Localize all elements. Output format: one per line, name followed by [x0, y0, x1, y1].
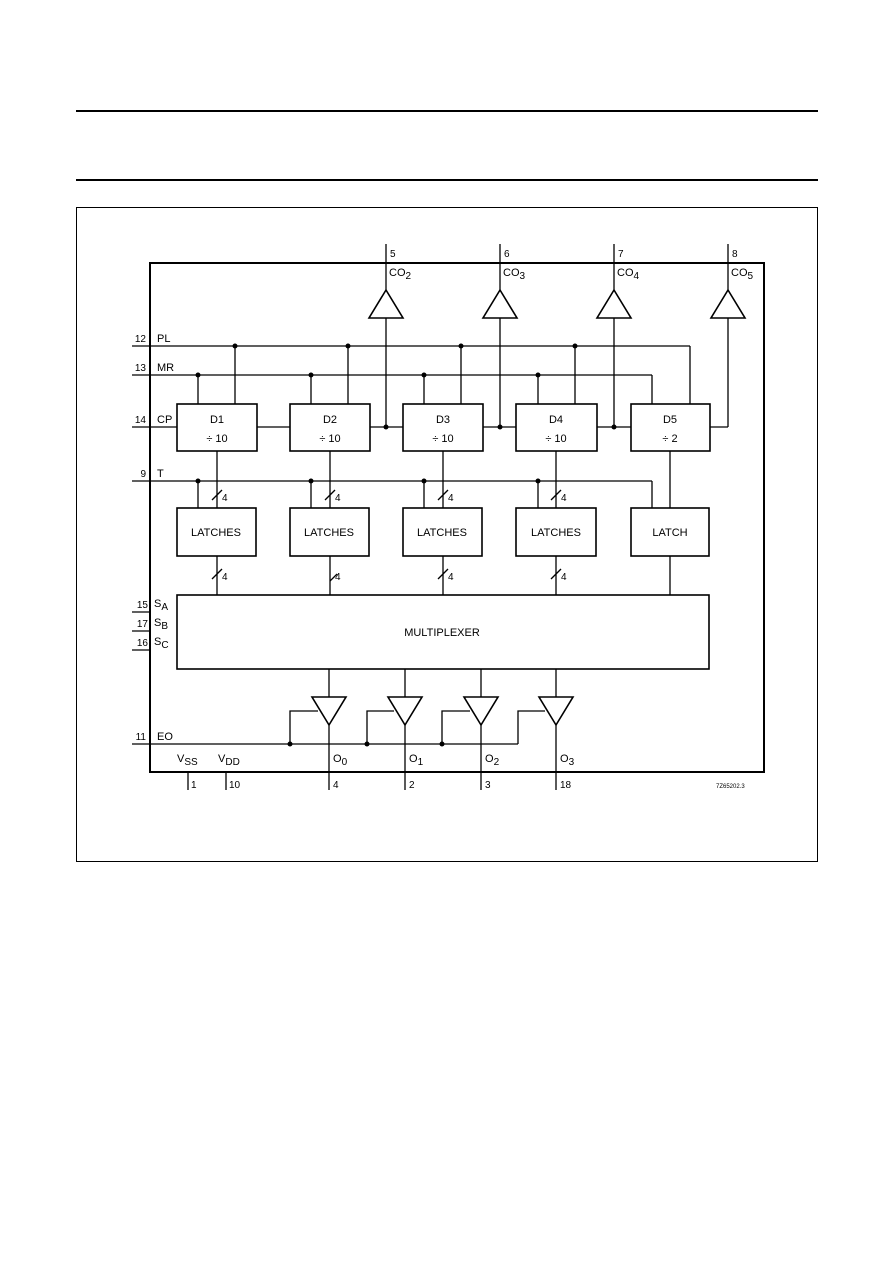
pin-name: PL: [157, 333, 170, 345]
pin-number: 15: [137, 600, 149, 611]
counter-name: D3: [436, 414, 450, 426]
pin-number: 12: [135, 334, 147, 345]
carry-output-label: CO2: [389, 267, 412, 282]
supply-label: VDD: [218, 753, 240, 768]
pin-number: 18: [560, 780, 572, 791]
pin-name: SB: [154, 617, 168, 632]
counter-ratio: ÷ 10: [545, 433, 566, 445]
counter-block: [176, 403, 258, 452]
counter-ratio: ÷ 10: [206, 433, 227, 445]
pin-number: 17: [137, 619, 149, 630]
multiplexer-block: [176, 594, 710, 670]
header-rule-top: [76, 110, 818, 112]
pin-name: EO: [157, 731, 173, 743]
counter-ratio: ÷ 10: [432, 433, 453, 445]
pin-number: 10: [229, 780, 241, 791]
latch-block: [289, 507, 370, 557]
carry-buffer: [367, 288, 405, 319]
latch-label: LATCHES: [531, 527, 581, 539]
counter-name: D1: [210, 414, 224, 426]
latch-label: LATCHES: [191, 527, 241, 539]
bus-width-label: 4: [561, 572, 567, 583]
output-buffer: [386, 696, 424, 727]
latch-label: LATCH: [652, 527, 687, 539]
latch-block: [176, 507, 257, 557]
carry-buffer: [595, 288, 633, 319]
pin-number: 5: [390, 249, 396, 260]
pin-number: 3: [485, 780, 491, 791]
pin-name: MR: [157, 362, 174, 374]
output-label: O1: [409, 753, 424, 768]
pin-name: SA: [154, 598, 168, 613]
pin-number: 2: [409, 780, 415, 791]
bus-width-label: 4: [222, 493, 228, 504]
carry-buffer: [481, 288, 519, 319]
pin-name: CP: [157, 414, 172, 426]
pin-number: 9: [140, 469, 146, 480]
bus-width-label: 4: [448, 493, 454, 504]
counter-ratio: ÷ 10: [319, 433, 340, 445]
package-outline: [149, 262, 765, 773]
supply-label: VSS: [177, 753, 198, 768]
counter-block: [402, 403, 484, 452]
output-buffer: [537, 696, 575, 727]
pin-number: 1: [191, 780, 197, 791]
carry-output-label: CO3: [503, 267, 526, 282]
pin-number: 6: [504, 249, 510, 260]
bus-width-label: 4: [222, 572, 228, 583]
counter-name: D5: [663, 414, 677, 426]
carry-buffer: [709, 288, 747, 319]
counter-block: [630, 403, 711, 452]
counter-name: D4: [549, 414, 563, 426]
pin-number: 14: [135, 415, 147, 426]
counter-ratio: ÷ 2: [662, 433, 677, 445]
pin-name: T: [157, 468, 164, 480]
figure-frame: [76, 207, 818, 862]
counter-name: D2: [323, 414, 337, 426]
bus-width-label: 4: [335, 572, 341, 583]
bus-width-label: 4: [448, 572, 454, 583]
output-label: O2: [485, 753, 500, 768]
latch-block: [630, 507, 710, 557]
pin-number: 13: [135, 363, 147, 374]
pin-number: 4: [333, 780, 339, 791]
latch-block: [515, 507, 597, 557]
bus-width-label: 4: [335, 493, 341, 504]
pin-number: 11: [136, 732, 147, 743]
output-label: O3: [560, 753, 575, 768]
output-buffer: [310, 696, 348, 727]
pin-number: 16: [137, 638, 149, 649]
header-rule-bottom: [76, 179, 818, 181]
latch-block: [402, 507, 483, 557]
pin-number: 8: [732, 249, 738, 260]
carry-output-label: CO4: [617, 267, 640, 282]
carry-output-label: CO5: [731, 267, 754, 282]
output-buffer: [462, 696, 500, 727]
counter-block: [515, 403, 598, 452]
latch-label: LATCHES: [417, 527, 467, 539]
multiplexer-label: MULTIPLEXER: [404, 627, 480, 639]
pin-number: 7: [618, 249, 624, 260]
latch-label: LATCHES: [304, 527, 354, 539]
bus-width-label: 4: [561, 493, 567, 504]
figure-code: 7Z65202.3: [716, 784, 745, 790]
pin-name: SC: [154, 636, 169, 651]
output-label: O0: [333, 753, 348, 768]
counter-block: [289, 403, 371, 452]
